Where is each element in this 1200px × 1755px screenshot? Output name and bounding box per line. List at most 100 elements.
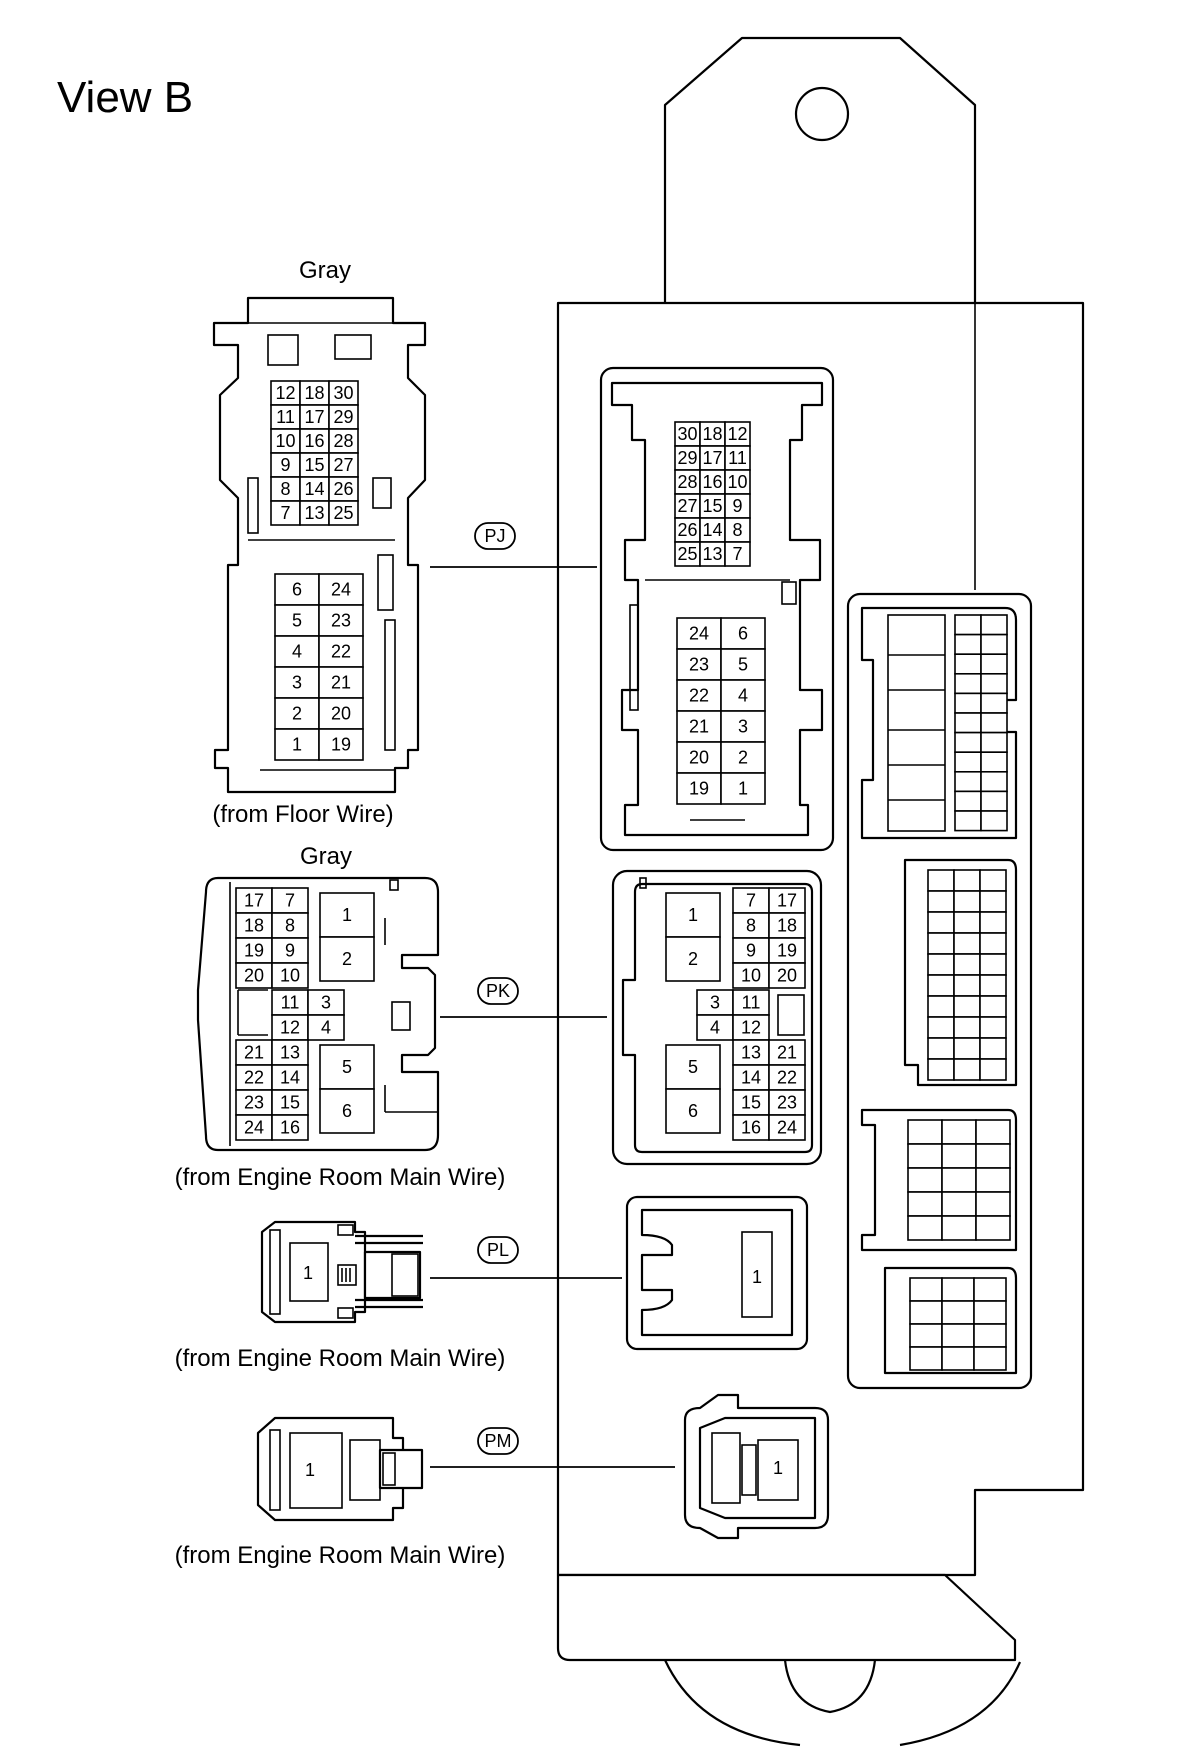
pj-block-pin-25: 25 [677,544,697,564]
relay-cell [909,1300,943,1325]
relay-cell [975,1119,1011,1145]
pj-block-cell [674,469,701,495]
pk-plug-cell [271,937,309,964]
pj-block-pin-15: 15 [702,496,722,516]
relay-cell [953,995,981,1018]
pj-plug-pin-11: 11 [276,407,295,427]
pj-block-cell [720,772,766,805]
relay-cell [954,672,982,695]
pj-block-pin-23: 23 [689,655,709,675]
relay-cell [927,1037,955,1060]
relay-cell [909,1323,943,1348]
relay-cell [927,932,955,955]
pk-plug-pin-6: 6 [342,1101,352,1121]
relay-cell [975,1167,1011,1193]
pk-plug-cell [271,989,309,1016]
pj-block-cell [676,772,722,805]
pj-plug-cell [318,666,364,699]
pk-plug-cell [271,1114,309,1141]
pk-block-pin-21: 21 [777,1043,797,1063]
relay-cell [954,712,982,734]
relay-cell [941,1143,977,1169]
pk-color-label: Gray [300,843,352,870]
relay-cell [979,1037,1007,1060]
pk-block-pin-22: 22 [777,1068,797,1088]
pk-plug-pin-1: 1 [342,905,352,925]
pj-plug-cell [299,476,330,502]
relay-cell [954,731,982,753]
relay-cell [927,974,955,997]
relay-cell [953,1016,981,1039]
pj-plug-pin-30: 30 [333,383,353,403]
relay-cell [975,1215,1011,1241]
pk-block-pin-3: 3 [710,993,720,1013]
pj-block-pin-26: 26 [677,520,697,540]
relay-cell [979,1058,1007,1081]
relay-cell [907,1191,943,1217]
pj-plug-pin-29: 29 [333,407,353,427]
pk-block-cell [768,1064,806,1091]
pk-block-cell [696,989,734,1016]
pk-plug-pin-11: 11 [281,993,300,1013]
relay-cell [909,1346,943,1371]
pl-socket: 1 [625,1195,809,1351]
pj-block-pin-21: 21 [689,717,709,737]
pj-color-label: Gray [299,257,351,284]
pj-plug-pin-8: 8 [280,479,290,499]
pj-block-pin-12: 12 [727,424,747,444]
pk-block-cell [768,962,806,989]
pk-block-pin-1: 1 [688,905,698,925]
relay-cell [909,1277,943,1302]
pk-block-pin-13: 13 [741,1043,761,1063]
pj-block-pin-16: 16 [702,472,722,492]
relay-cell [941,1119,977,1145]
pj-block-pin-3: 3 [738,717,748,737]
relay-cell [973,1300,1007,1325]
pk-block-pin-10: 10 [741,966,761,986]
pk-plug-pin-18: 18 [244,916,264,936]
pj-block-pin-24: 24 [689,624,709,644]
relay-cell [980,751,1008,773]
relay-cell [954,770,982,793]
pk-block-pin-5: 5 [688,1057,698,1077]
pm-plug-housing [256,1416,405,1522]
pj-plug-cell [270,428,301,454]
relay-cell [927,995,955,1018]
relay-cell [927,1058,955,1081]
pk-plug-pin-3: 3 [321,993,331,1013]
pj-plug-pin-23: 23 [331,611,351,631]
pj-block-pin-6: 6 [738,624,748,644]
pj-block-pin-17: 17 [702,448,722,468]
pj-block-pin-1: 1 [738,779,748,799]
pk-plug-pin-4: 4 [321,1018,331,1038]
pj-plug-cell [274,666,320,699]
pj-plug-pin-18: 18 [304,383,324,403]
pk-plug-cell [319,1044,375,1090]
relay-cell [941,1346,975,1371]
pk-block-pin-4: 4 [710,1018,720,1038]
pk-block-pin-8: 8 [746,916,756,936]
pj-block-cell [676,710,722,743]
pm-code: PM [485,1431,512,1451]
pj-plug-pin-21: 21 [331,673,351,693]
relay-cell [979,995,1007,1018]
relay-cell [953,932,981,955]
relay-cell [980,614,1008,636]
relay-cell [954,810,982,832]
pj-plug-pin-4: 4 [292,642,302,662]
pj-plug-pin-12: 12 [275,383,295,403]
pj-block-cell [720,679,766,712]
pj-plug-pin-16: 16 [304,431,324,451]
relay-cell [979,974,1007,997]
pk-block-pin-14: 14 [741,1068,761,1088]
relay-cell [954,653,982,675]
pl-source-label: (from Engine Room Main Wire) [175,1345,506,1372]
pk-plug-pin-13: 13 [280,1043,300,1063]
pk-block-cell [665,1044,721,1090]
pj-plug-pin-3: 3 [292,673,302,693]
view-title: View B [57,73,193,122]
relay-cell [975,1143,1011,1169]
pj-block-pin-9: 9 [732,496,742,516]
